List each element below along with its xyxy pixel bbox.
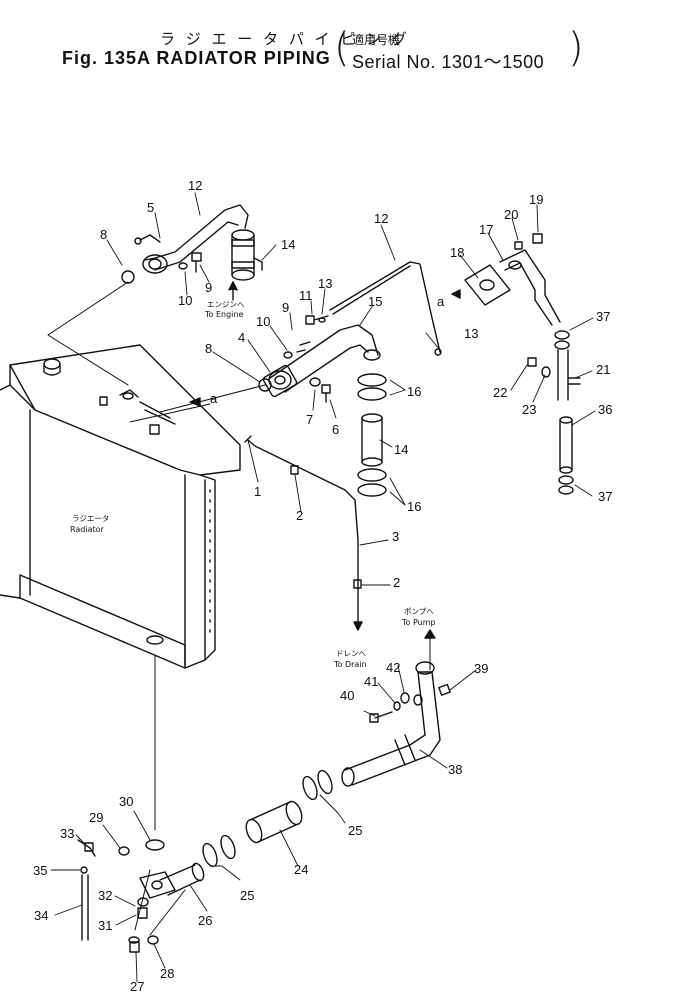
vent-tube-12 <box>329 261 442 356</box>
callout-34: 34 <box>34 908 48 923</box>
drain-tube-3 <box>244 435 362 626</box>
ref-a-upper: a <box>437 294 445 309</box>
leader-lines <box>47 281 431 936</box>
callout-15: 15 <box>368 294 382 309</box>
callout-8-upper: 8 <box>100 227 107 242</box>
callout-6: 6 <box>332 422 339 437</box>
callout-numbers: 12 5 8 14 9 10 12 13 11 15 9 10 4 8 7 6 … <box>33 178 612 994</box>
callout-32: 32 <box>98 888 112 903</box>
callout-18: 18 <box>450 245 464 260</box>
radiator-label-jp: ラジエータ <box>72 514 109 523</box>
callout-leaders <box>50 192 596 983</box>
callout-39: 39 <box>474 661 488 676</box>
callout-4: 4 <box>238 330 245 345</box>
to-pump-en: To Pump <box>401 618 436 627</box>
callout-9-upper: 9 <box>205 280 212 295</box>
callout-30: 30 <box>119 794 133 809</box>
callout-2-upper: 2 <box>296 508 303 523</box>
applicable-label-jp: 適用号機 <box>352 33 401 47</box>
to-drain-jp: ドレンへ <box>336 649 366 658</box>
callout-37-lower: 37 <box>598 489 612 504</box>
ref-a-lower: a <box>210 391 218 406</box>
callout-36: 36 <box>598 402 612 417</box>
callout-10-middle: 10 <box>256 314 270 329</box>
callout-16-lower: 16 <box>407 499 421 514</box>
radiator <box>0 344 241 669</box>
callout-19: 19 <box>529 192 543 207</box>
callout-3: 3 <box>392 529 399 544</box>
lower-pipe-assembly <box>77 661 451 953</box>
callout-1: 1 <box>254 484 261 499</box>
callout-22: 22 <box>493 385 507 400</box>
callout-25-lower: 25 <box>240 888 254 903</box>
callout-13-upper: 13 <box>318 276 332 291</box>
serial-range: Serial No. 1301～1500 <box>352 52 545 72</box>
to-engine-jp: エンジンへ <box>207 300 245 309</box>
callout-35: 35 <box>33 863 47 878</box>
callout-2-lower: 2 <box>393 575 400 590</box>
callout-29: 29 <box>89 810 103 825</box>
callout-12-upper: 12 <box>188 178 202 193</box>
right-bracket: ) <box>568 25 584 71</box>
callout-12-right: 12 <box>374 211 388 226</box>
callout-14-middle: 14 <box>394 442 408 457</box>
callout-9-middle: 9 <box>282 300 289 315</box>
callout-37-upper: 37 <box>596 309 610 324</box>
upper-pipe-assembly <box>121 204 263 284</box>
callout-13-right: 13 <box>464 326 478 341</box>
callout-25-upper: 25 <box>348 823 362 838</box>
callout-42: 42 <box>386 660 400 675</box>
callout-26: 26 <box>198 913 212 928</box>
callout-21: 21 <box>596 362 610 377</box>
callout-14-upper: 14 <box>281 237 295 252</box>
callout-7: 7 <box>306 412 313 427</box>
callout-20: 20 <box>504 207 518 222</box>
callout-28: 28 <box>160 966 174 981</box>
callout-40: 40 <box>340 688 354 703</box>
title-block: ラ ジ エ ー タ パ イ ピ ン グ ( 適用号機 Fig. 135A RAD… <box>0 0 687 80</box>
vent-assembly <box>464 233 581 495</box>
callout-11: 11 <box>299 288 313 303</box>
callout-27: 27 <box>130 979 144 994</box>
to-pump-jp: ポンプへ <box>404 607 434 616</box>
title-japanese: ラ ジ エ ー タ パ イ ピ ン グ <box>160 30 410 48</box>
to-drain-en: To Drain <box>333 660 367 669</box>
callout-10-upper: 10 <box>178 293 192 308</box>
left-bracket: ( <box>334 25 350 71</box>
callout-33: 33 <box>60 826 74 841</box>
callout-31: 31 <box>98 918 112 933</box>
radiator-label-en: Radiator <box>70 525 105 534</box>
callout-24: 24 <box>294 862 308 877</box>
callout-8-middle: 8 <box>205 341 212 356</box>
middle-pipe-assembly <box>258 315 387 497</box>
callout-5: 5 <box>147 200 154 215</box>
flow-arrows <box>189 281 461 639</box>
callout-17: 17 <box>479 222 493 237</box>
callout-16-upper: 16 <box>407 384 421 399</box>
callout-41: 41 <box>364 674 378 689</box>
callout-23: 23 <box>522 402 536 417</box>
callout-38: 38 <box>448 762 462 777</box>
figure-title: Fig. 135A RADIATOR PIPING <box>62 48 331 68</box>
to-engine-en: To Engine <box>204 310 243 319</box>
